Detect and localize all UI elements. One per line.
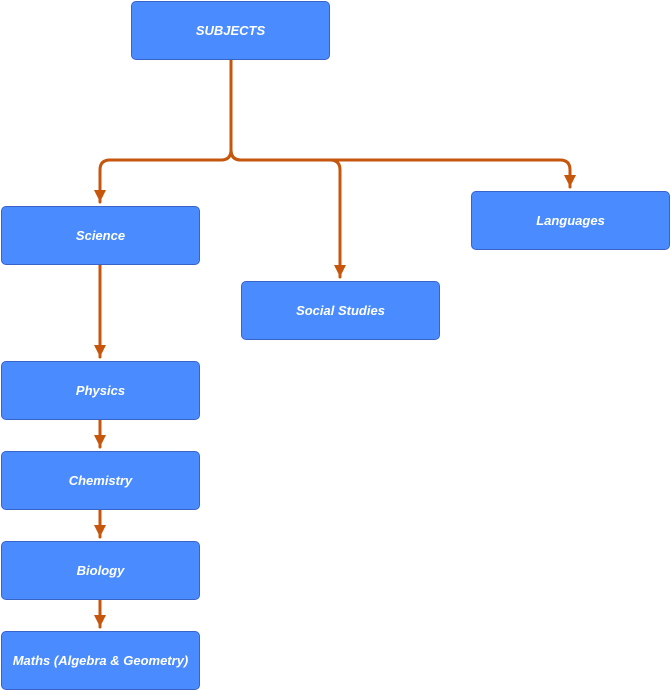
node-subjects-label: SUBJECTS [195, 23, 266, 38]
node-maths-label: Maths (Algebra & Geometry) [12, 653, 189, 668]
node-chemistry-label: Chemistry [68, 473, 133, 488]
node-science-label: Science [75, 228, 126, 243]
node-languages-label: Languages [536, 213, 605, 228]
node-physics-label: Physics [75, 383, 126, 398]
node-subjects[interactable]: SUBJECTS [131, 1, 330, 60]
node-science[interactable]: Science [1, 206, 200, 265]
edge-root-social-studies [229, 59, 346, 279]
node-physics[interactable]: Physics [1, 361, 200, 420]
edge-root-languages [229, 59, 576, 189]
node-social-studies[interactable]: Social Studies [241, 281, 440, 340]
node-languages[interactable]: Languages [471, 191, 670, 250]
edge-root-science [94, 59, 233, 204]
node-biology-label: Biology [76, 563, 125, 578]
node-social-studies-label: Social Studies [296, 303, 385, 318]
node-biology[interactable]: Biology [1, 541, 200, 600]
node-chemistry[interactable]: Chemistry [1, 451, 200, 510]
node-maths[interactable]: Maths (Algebra & Geometry) [1, 631, 200, 690]
